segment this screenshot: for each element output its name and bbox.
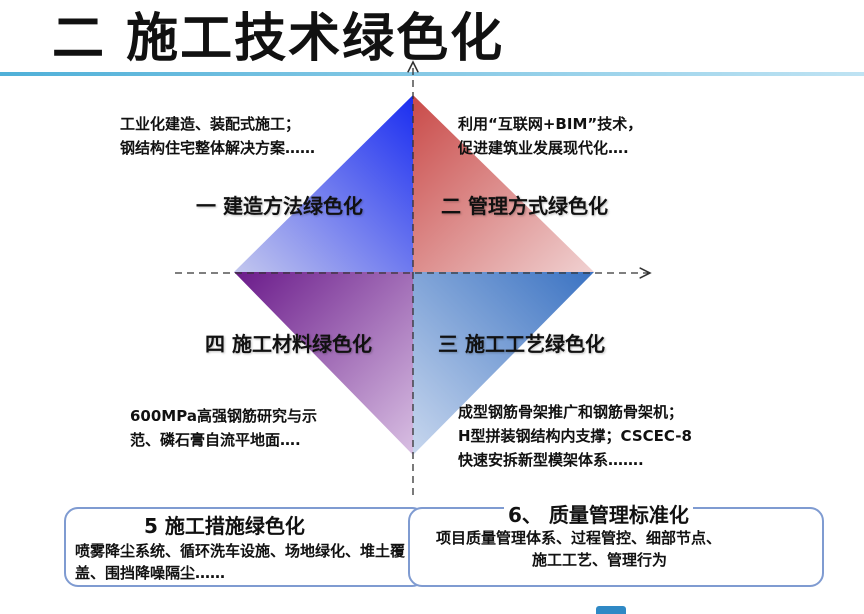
page-title: 二 施工技术绿色化 [52,9,505,69]
quadrant-management-method [413,95,594,272]
measures-box-title: 5 施工措施绿色化 [144,514,305,538]
measures-box-body: 喷雾降尘系统、循环洗车设施、场地绿化、堆土覆盖、围挡降噪隔尘…… [75,542,406,582]
q2-desc-line1: 利用“互联网+BIM”技术， [458,115,643,133]
q4-desc-line2: 范、磷石膏自流平地面…. [130,431,301,449]
measures-box: 5 施工措施绿色化 喷雾降尘系统、循环洗车设施、场地绿化、堆土覆盖、围挡降噪隔尘… [64,507,426,587]
q1-heading: 一 建造方法绿色化 [196,194,363,218]
q3-heading: 三 施工工艺绿色化 [438,332,605,356]
slide-corner-mark [596,606,626,614]
q4-desc-line1: 600MPa高强钢筋研究与示 [130,407,317,425]
q3-description: 成型钢筋骨架推广和钢筋骨架机； H型拼装钢结构内支撑；CSCEC-8 快速安拆新… [458,400,692,472]
quality-box-title: 6、 质量管理标准化 [504,499,693,528]
q2-description: 利用“互联网+BIM”技术， 促进建筑业发展现代化…. [458,112,642,160]
quadrant-construction-materials [234,272,413,455]
q1-description: 工业化建造、装配式施工； 钢结构住宅整体解决方案…… [120,112,315,160]
quadrant-construction-process [413,272,594,455]
title-underline [0,72,864,76]
quality-box-line1: 项目质量管理体系、过程管控、细部节点、 [436,529,722,547]
q4-heading: 四 施工材料绿色化 [205,332,372,356]
q1-desc-line1: 工业化建造、装配式施工； [120,115,301,133]
q3-desc-line1: 成型钢筋骨架推广和钢筋骨架机； [458,403,684,421]
q3-desc-line2: H型拼装钢结构内支撑；CSCEC-8 [458,427,692,445]
quality-box: 6、 质量管理标准化 项目质量管理体系、过程管控、细部节点、 施工工艺、管理行为 [408,499,824,587]
q2-desc-line2: 促进建筑业发展现代化…. [458,139,629,157]
q3-desc-line3: 快速安拆新型模架体系……. [458,451,644,469]
q1-desc-line2: 钢结构住宅整体解决方案…… [120,139,316,157]
quality-box-body: 项目质量管理体系、过程管控、细部节点、 施工工艺、管理行为 [436,527,721,571]
quality-box-line2: 施工工艺、管理行为 [532,551,668,569]
q2-heading: 二 管理方式绿色化 [441,194,608,218]
quadrant-construction-method [234,95,413,272]
q4-description: 600MPa高强钢筋研究与示 范、磷石膏自流平地面…. [130,404,317,452]
